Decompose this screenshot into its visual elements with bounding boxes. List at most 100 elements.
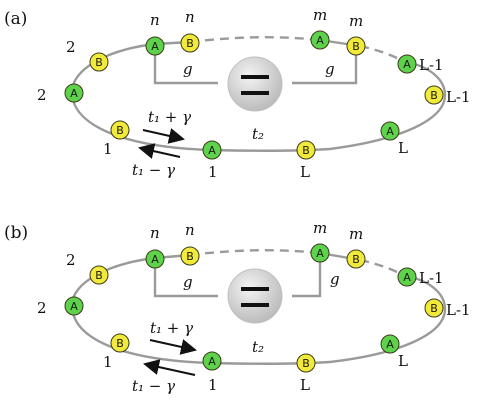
svg-text:A: A [316, 247, 324, 260]
label-1-A: 1 [208, 163, 218, 181]
svg-text:A: A [70, 300, 78, 313]
site-Lm1-B: B [424, 85, 444, 105]
minus-double-bar-icon [227, 268, 283, 324]
hop-forward-label: t₁ + γ [150, 319, 193, 337]
coupling-label-right: g [325, 60, 335, 78]
panel-label: (a) [4, 9, 27, 29]
label-1-A: 1 [208, 376, 218, 394]
svg-text:A: A [208, 355, 216, 368]
label-L-B: L [300, 376, 310, 394]
site-m-B: B [346, 249, 366, 269]
label-1-B: 1 [103, 140, 113, 158]
label-L-A: L [398, 352, 408, 370]
site-1-B: B [110, 120, 130, 140]
site-1-A: A [202, 351, 222, 371]
svg-text:A: A [386, 125, 394, 138]
svg-text:B: B [302, 144, 310, 157]
site-L-B: B [296, 140, 316, 160]
svg-text:B: B [186, 37, 194, 50]
svg-text:B: B [302, 357, 310, 370]
ring-solid-right [329, 60, 447, 151]
site-L-A: A [380, 334, 400, 354]
site-Lm1-B: B [424, 298, 444, 318]
panel-label: (b) [4, 223, 28, 243]
site-2-B: B [89, 265, 109, 285]
svg-text:A: A [403, 271, 411, 284]
label-2-B: 2 [66, 38, 76, 56]
left-arrow-icon [143, 359, 196, 376]
ring-solid-left [70, 42, 331, 152]
label-n-B: n [185, 221, 195, 239]
site-L-B: B [296, 353, 316, 373]
site-Lm1-A: A [397, 54, 417, 74]
coupling-label-left: g [183, 273, 193, 291]
hop-backward-label: t₁ − γ [132, 161, 175, 179]
svg-text:B: B [186, 250, 194, 263]
site-m-A: A [310, 30, 330, 50]
hop-forward-label: t₁ + γ [148, 108, 191, 126]
coupling-bracket-left [153, 266, 218, 298]
label-Lm1-B: L-1 [446, 301, 471, 319]
site-n-A: A [145, 249, 165, 269]
ring-dashed-top [189, 36, 321, 44]
svg-text:B: B [116, 337, 124, 350]
coupling-label-left: g [183, 60, 193, 78]
svg-text:A: A [403, 58, 411, 71]
site-L-A: A [380, 121, 400, 141]
svg-text:B: B [352, 40, 360, 53]
ring-dashed-right [359, 44, 406, 64]
svg-text:B: B [430, 302, 438, 315]
site-2-A: A [64, 83, 84, 103]
coupling-label-right: g [330, 270, 340, 288]
label-n-A: n [150, 11, 160, 29]
label-Lm1-A: L-1 [419, 269, 444, 287]
label-n-B: n [185, 8, 195, 26]
svg-text:A: A [151, 253, 159, 266]
site-n-B: B [180, 246, 200, 266]
coupling-bracket-right [292, 262, 322, 298]
hop-intercell-label: t₂ [252, 125, 264, 143]
label-1-B: 1 [103, 353, 113, 371]
right-arrow-icon [142, 128, 185, 144]
panel-b: (b) g g A B A B [4, 219, 471, 395]
label-n-A: n [150, 224, 160, 242]
svg-text:B: B [352, 253, 360, 266]
site-m-A: A [310, 243, 330, 263]
right-arrow-icon [149, 339, 197, 355]
label-2-A: 2 [37, 299, 47, 317]
svg-text:A: A [70, 87, 78, 100]
coupling-bracket-right [292, 52, 358, 85]
label-m-A: m [313, 6, 327, 24]
minus-double-bar-icon [227, 56, 283, 112]
left-arrow-icon [138, 143, 181, 159]
label-Lm1-A: L-1 [419, 56, 444, 74]
label-m-B: m [349, 225, 363, 243]
hop-intercell-label: t₂ [252, 338, 264, 356]
site-n-B: B [180, 33, 200, 53]
svg-text:B: B [95, 56, 103, 69]
site-Lm1-A: A [397, 267, 417, 287]
site-1-B: B [110, 333, 130, 353]
label-2-A: 2 [37, 86, 47, 104]
svg-text:B: B [116, 124, 124, 137]
hop-backward-label: t₁ − γ [132, 377, 175, 395]
site-n-A: A [145, 36, 165, 56]
site-2-B: B [89, 52, 109, 72]
ring-solid-left [70, 256, 331, 365]
svg-text:A: A [386, 338, 394, 351]
svg-text:A: A [151, 40, 159, 53]
label-L-A: L [398, 139, 408, 157]
label-2-B: 2 [66, 251, 76, 269]
svg-text:B: B [430, 89, 438, 102]
label-L-B: L [300, 163, 310, 181]
site-2-A: A [64, 296, 84, 316]
coupling-bracket-left [153, 52, 218, 85]
site-m-B: B [346, 36, 366, 56]
label-Lm1-B: L-1 [446, 88, 471, 106]
svg-text:A: A [316, 34, 324, 47]
site-1-A: A [202, 140, 222, 160]
svg-text:A: A [208, 144, 216, 157]
panel-a: (a) g g A B A [4, 6, 471, 181]
ring-solid-right [329, 274, 447, 364]
